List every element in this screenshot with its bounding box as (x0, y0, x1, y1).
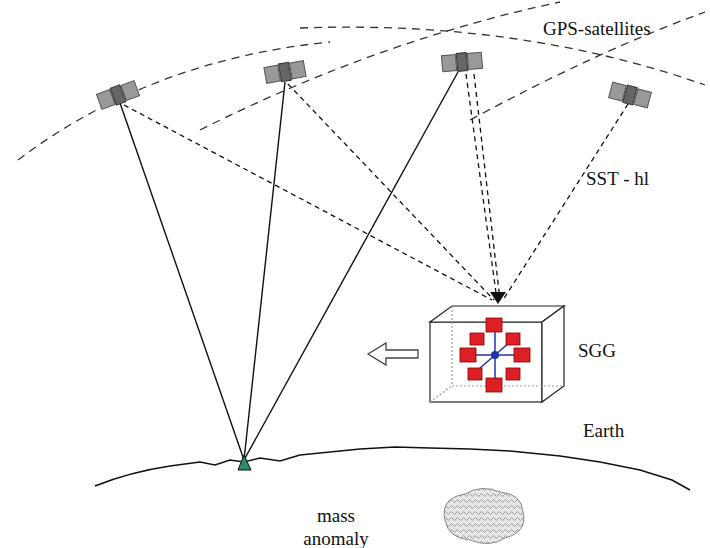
flight-arrow (368, 343, 418, 365)
gradiometer-box (430, 306, 564, 402)
ground-link (120, 72, 458, 460)
satellite-label: GPS-satellites (543, 18, 651, 41)
link-label: SST - hl (586, 168, 649, 191)
anomaly-label: mass anomaly (300, 505, 372, 548)
body-label: Earth (581, 420, 626, 443)
sst-link (124, 74, 628, 300)
orbit (18, 2, 705, 160)
ground-station (238, 455, 251, 470)
arrowhead (490, 292, 506, 304)
satellite (96, 51, 652, 110)
earth-surface (95, 447, 690, 490)
mass-anomaly-blob (444, 488, 524, 543)
instrument-label: SGG (578, 340, 616, 363)
